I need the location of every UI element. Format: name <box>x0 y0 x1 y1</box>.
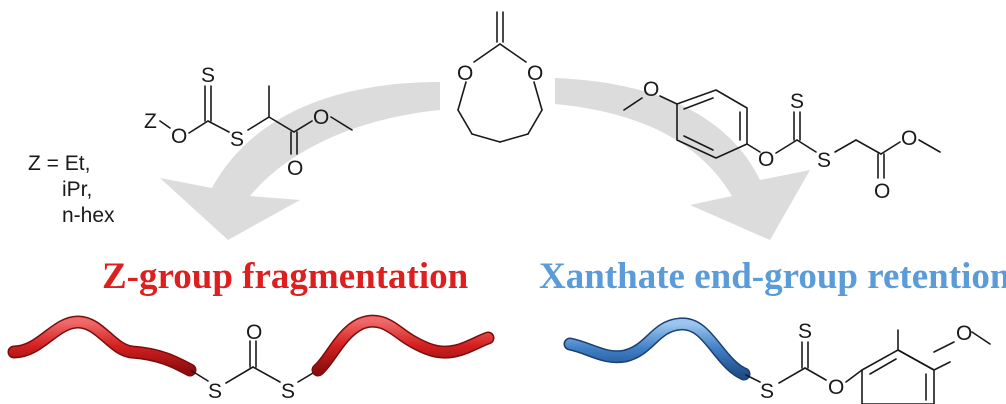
left-product-s-right: S <box>281 380 295 403</box>
z-def-line-2: iPr, <box>62 178 92 201</box>
left-product-carbonyl-o: O <box>246 321 262 344</box>
left-xanthate-structure: Z O S S O O <box>144 64 353 180</box>
left-o-label: O <box>171 125 187 148</box>
right-aryl-o-label: O <box>758 148 774 171</box>
right-product-thiocarbonyl-s: S <box>798 320 812 343</box>
right-product-structure: S S O O <box>563 317 991 404</box>
left-ester-o-label: O <box>313 106 329 129</box>
right-product-s-link: S <box>760 380 774 403</box>
left-z-label: Z <box>144 110 157 133</box>
monomer-ring-oxygen-left: O <box>457 62 473 85</box>
right-product-o-label: O <box>828 376 844 399</box>
z-def-line-3: n-hex <box>62 204 115 227</box>
left-product-s-left: S <box>208 380 222 403</box>
right-methoxy-o-label: O <box>643 78 659 101</box>
right-curved-arrow <box>555 78 810 240</box>
right-xanthate-structure: O O S S O O <box>623 78 941 203</box>
right-ester-o-label: O <box>901 127 917 150</box>
right-thioether-s-label: S <box>817 149 831 172</box>
monomer-structure: O O <box>457 11 543 143</box>
left-thioether-s-label: S <box>230 128 244 151</box>
left-curved-arrow <box>160 82 440 240</box>
left-carbonyl-o-label: O <box>287 157 303 180</box>
z-def-line-1: Z = Et, <box>28 152 90 175</box>
right-product-methoxy-o: O <box>956 322 972 345</box>
right-thiocarbonyl-s-label: S <box>790 90 804 113</box>
right-carbonyl-o-label: O <box>874 180 890 203</box>
z-substituent-list: Z = Et, iPr, n-hex <box>28 152 115 227</box>
right-section-title: Xanthate end-group retention <box>539 256 1006 297</box>
left-thiocarbonyl-s-label: S <box>201 64 215 87</box>
monomer-ring-oxygen-right: O <box>527 62 543 85</box>
left-section-title: Z-group fragmentation <box>102 256 469 297</box>
left-product-structure: S O S <box>7 314 495 403</box>
